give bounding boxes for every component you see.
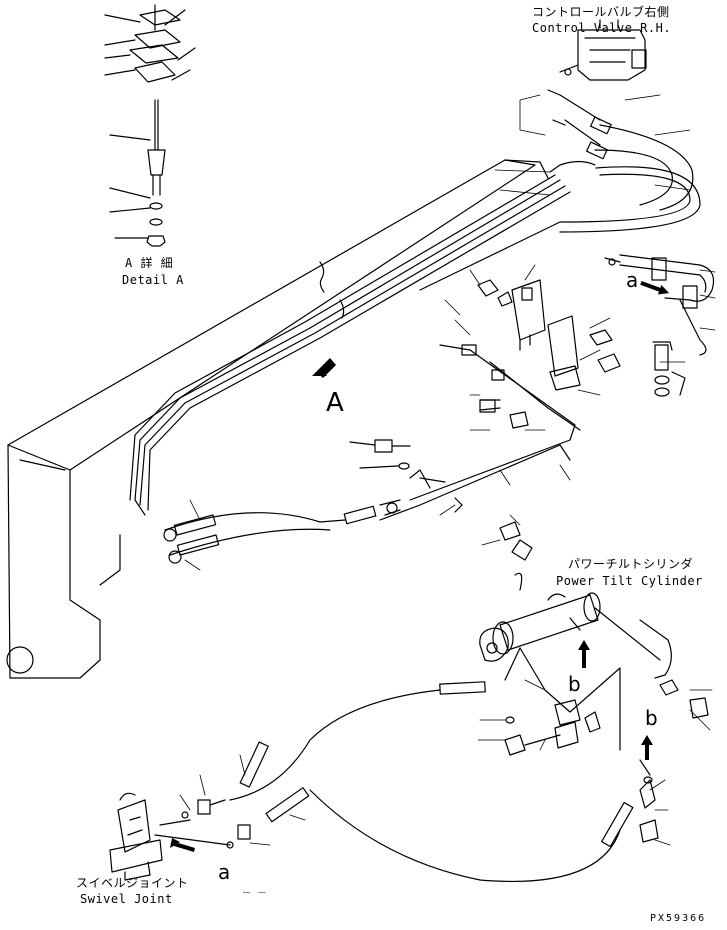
tilt-hoses: [229, 607, 672, 883]
boom-hoses: [163, 499, 401, 564]
power-tilt-label-en: Power Tilt Cylinder: [556, 574, 703, 588]
pipe-bracket-right: [604, 254, 715, 356]
control-valve-label-en: Control Valve R.H.: [532, 21, 672, 35]
reference-arrows: [170, 280, 670, 852]
control-valve-label-jp: コントロールバルブ右側: [532, 5, 670, 19]
arrow-b-lower: [641, 735, 653, 760]
ref-label-A: A: [326, 388, 344, 418]
swivel-joint-label-en: Swivel Joint: [80, 892, 173, 906]
ref-label-a-upper: a: [626, 268, 639, 292]
arrow-a-boom: [312, 358, 336, 378]
arrow-a-swivel: [170, 838, 195, 852]
ref-label-b-upper: b: [568, 672, 581, 696]
detail-a-drawing: [104, 4, 196, 247]
leader-lines: [179, 94, 716, 846]
boom-pipes: [129, 160, 701, 516]
power-tilt-cylinder: [479, 521, 601, 662]
control-valve-hoses: [547, 89, 694, 211]
tilt-fittings: [504, 679, 709, 843]
ref-label-b-lower: b: [645, 706, 658, 730]
dash-marks: _ _: [243, 879, 267, 893]
swivel-joint-label-jp: スイベルジョイント: [76, 876, 189, 890]
detail-a-label-en: Detail A: [122, 273, 184, 287]
arrow-a-right: [640, 280, 670, 295]
control-valve: [559, 19, 647, 81]
lower-pipes: [379, 344, 581, 521]
center-fasteners: [349, 399, 496, 513]
drawing-number: PX59366: [650, 913, 707, 924]
power-tilt-label-jp: パワーチルトシリンダ: [568, 557, 694, 571]
junction-block: [477, 279, 686, 397]
detail-a-label-jp: A 詳 細: [125, 256, 174, 270]
ref-label-a-lower: a: [218, 860, 231, 884]
swivel-joint: [109, 792, 251, 881]
arrow-b-upper: [578, 640, 590, 668]
boom-structure: [6, 159, 549, 679]
